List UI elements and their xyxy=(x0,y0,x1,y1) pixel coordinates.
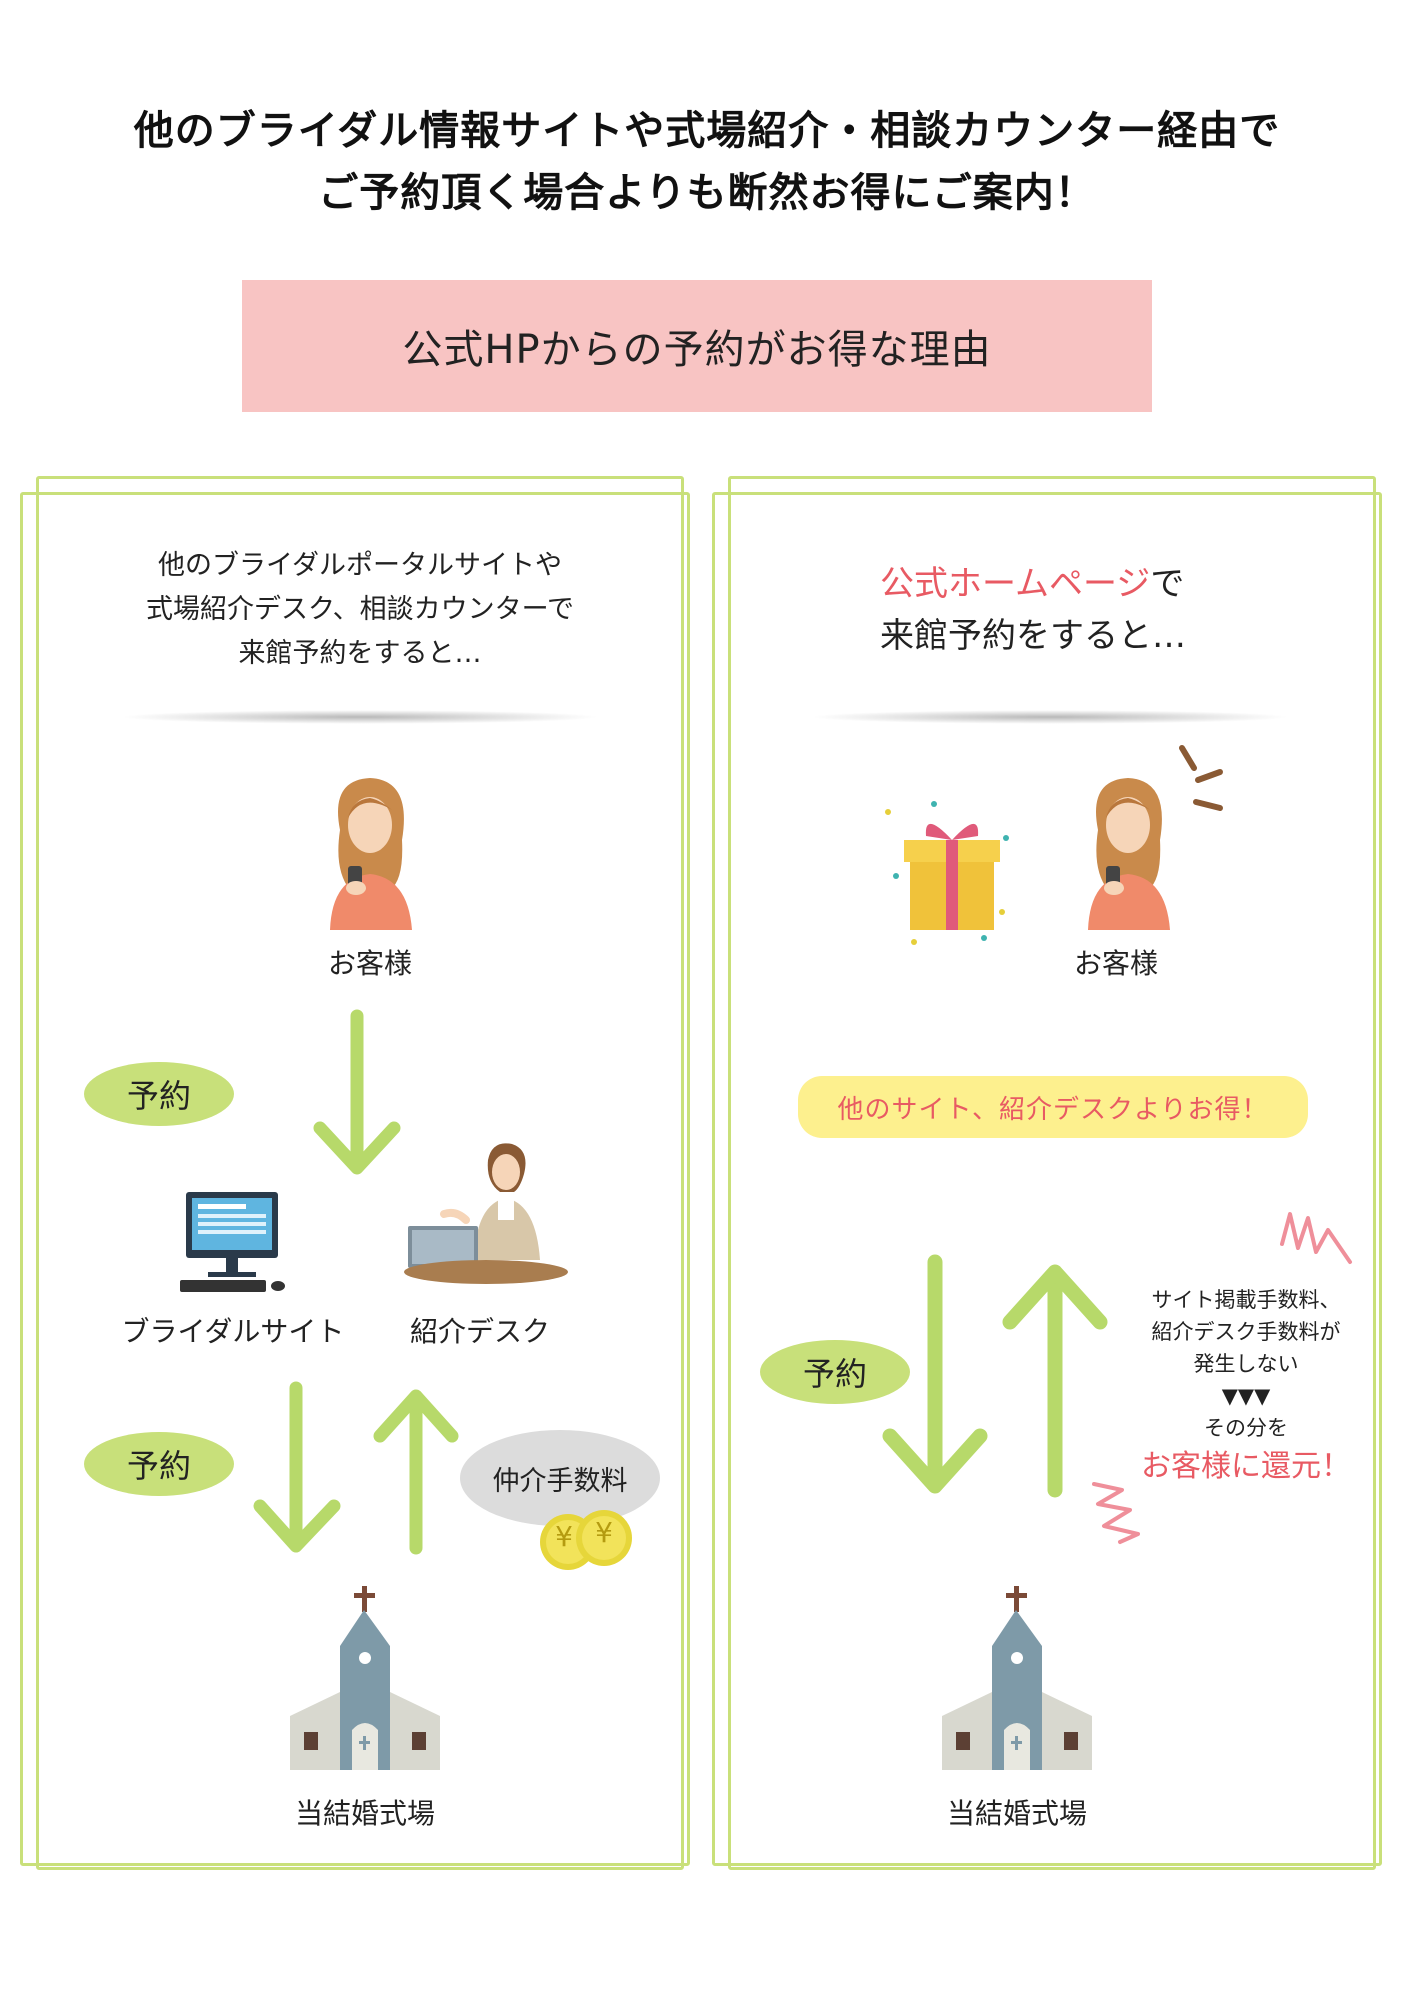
customer-woman-icon xyxy=(1088,778,1170,930)
excitement-marks-icon xyxy=(1179,745,1223,811)
left-frame-inner xyxy=(36,476,684,1870)
fee-note-line-2: 紹介デスク手数料が xyxy=(1151,1320,1341,1344)
left-intro-line-1: 他のブライダルポータルサイトや xyxy=(158,550,562,581)
broker-fee-bubble: 仲介手数料 xyxy=(460,1430,660,1526)
fee-note-line-5: その分を xyxy=(1204,1416,1288,1440)
fee-note-line-1: サイト掲載手数料、 xyxy=(1151,1288,1341,1312)
desk-label: 紹介デスク xyxy=(409,1315,550,1348)
arrow-down-icon xyxy=(253,1381,341,1553)
arrow-down-icon xyxy=(882,1254,988,1494)
headline-line-1: 他のブライダル情報サイトや式場紹介・相談カウンター経由で xyxy=(133,108,1281,154)
desk-woman-icon xyxy=(404,1143,568,1284)
left-intro-line-3: 来館予約をすると… xyxy=(238,638,482,669)
yen-coins-icon xyxy=(540,1510,632,1570)
right-customer-label: お客様 xyxy=(1073,947,1158,980)
right-frame-inner xyxy=(728,476,1376,1870)
gift-box-icon xyxy=(885,801,1009,945)
right-intro-shadow xyxy=(810,710,1290,724)
squiggle-icon xyxy=(1092,1482,1140,1544)
fee-note-line-3: 発生しない xyxy=(1193,1352,1299,1376)
coin-yen-1: ¥ xyxy=(555,1520,573,1553)
return-to-customer-text: お客様に還元！ xyxy=(1141,1449,1351,1484)
right-intro: 公式ホームページで 来館予約をすると… xyxy=(800,558,1380,662)
computer-icon xyxy=(180,1192,285,1292)
fee-note: サイト掲載手数料、 紹介デスク手数料が 発生しない ▼▼▼ その分を お客様に還… xyxy=(1126,1284,1366,1490)
arrow-up-icon xyxy=(1002,1264,1108,1498)
fee-note-arrows: ▼▼▼ xyxy=(1221,1384,1271,1408)
right-venue-label: 当結婚式場 xyxy=(946,1797,1087,1830)
squiggle-icon xyxy=(1280,1212,1352,1264)
right-reserve-pill: 予約 xyxy=(760,1340,910,1404)
benefit-banner: 他のサイト、紹介デスクよりお得！ xyxy=(798,1076,1308,1138)
left-reserve-pill-2: 予約 xyxy=(84,1432,234,1496)
left-intro-shadow xyxy=(120,710,600,724)
reason-banner: 公式HPからの予約がお得な理由 xyxy=(242,280,1152,412)
headline-line-2: ご予約頂く場合よりも断然お得にご案内！ xyxy=(318,170,1096,216)
left-intro: 他のブライダルポータルサイトや 式場紹介デスク、相談カウンターで 来館予約をする… xyxy=(70,544,650,676)
church-icon xyxy=(942,1586,1092,1770)
right-intro-line-2: 来館予約をすると… xyxy=(880,616,1186,656)
church-icon xyxy=(290,1586,440,1770)
coin-yen-2: ¥ xyxy=(595,1516,613,1549)
arrow-up-icon xyxy=(373,1389,459,1555)
right-frame-outer xyxy=(712,492,1382,1866)
right-intro-line-1: 公式ホームページで xyxy=(880,558,1380,610)
bridal-site-label: ブライダルサイト xyxy=(121,1315,345,1348)
left-customer-label: お客様 xyxy=(327,947,412,980)
official-homepage-highlight: 公式ホームページ xyxy=(880,564,1151,604)
left-venue-label: 当結婚式場 xyxy=(294,1797,435,1830)
right-intro-suffix: で xyxy=(1150,564,1185,604)
left-reserve-pill-1: 予約 xyxy=(84,1062,234,1126)
left-frame-outer xyxy=(20,492,690,1866)
customer-woman-icon xyxy=(330,778,412,930)
arrow-down-icon xyxy=(313,1009,401,1175)
left-intro-line-2: 式場紹介デスク、相談カウンターで xyxy=(146,594,574,625)
